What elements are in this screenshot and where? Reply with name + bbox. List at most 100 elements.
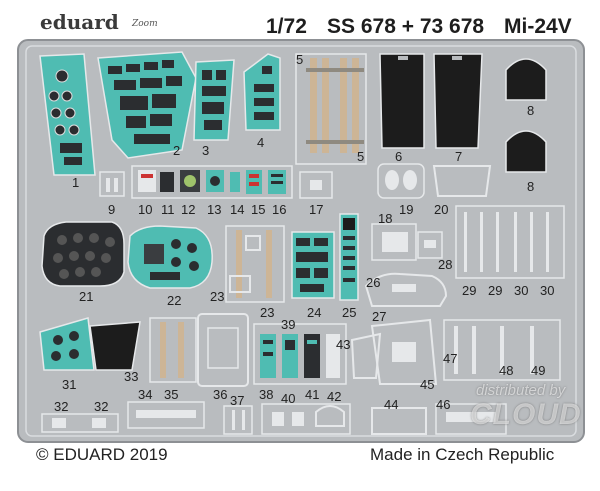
part-number: 4 bbox=[257, 135, 265, 150]
part-number: 41 bbox=[305, 387, 320, 402]
part-number: 44 bbox=[384, 397, 399, 412]
part-28-bracket bbox=[417, 231, 443, 259]
part-number: 30 bbox=[540, 283, 555, 298]
part-31-panel bbox=[39, 317, 95, 371]
part-number: 19 bbox=[399, 202, 414, 217]
part-number: 42 bbox=[327, 389, 342, 404]
part-25-strip bbox=[339, 213, 359, 301]
part-number: 25 bbox=[342, 305, 357, 320]
part-number: 29 bbox=[488, 283, 503, 298]
part-number: 49 bbox=[531, 363, 546, 378]
parts-38-41-panels bbox=[253, 323, 347, 385]
part-number: 40 bbox=[281, 391, 296, 406]
part-2-main-panel bbox=[97, 51, 197, 159]
part-number: 29 bbox=[462, 283, 477, 298]
part-number: 31 bbox=[62, 377, 77, 392]
part-21-instrument-cluster bbox=[41, 221, 125, 287]
copyright-label: © EDUARD 2019 bbox=[36, 445, 168, 464]
part-number: 18 bbox=[378, 211, 393, 226]
part-number: 8 bbox=[527, 179, 535, 194]
scale-label: 1/72 bbox=[266, 15, 307, 38]
watermark-cloud: CLOUD bbox=[470, 398, 582, 431]
part-26-27-pedal-frame bbox=[364, 272, 448, 307]
part-number: 28 bbox=[438, 257, 453, 272]
part-number: 45 bbox=[420, 377, 435, 392]
part-6-film bbox=[379, 53, 425, 149]
parts-47-49-frame bbox=[443, 319, 561, 381]
part-17-bracket bbox=[299, 171, 333, 199]
part-number: 39 bbox=[281, 317, 296, 332]
part-19-pedals bbox=[377, 163, 425, 199]
part-36-frame bbox=[197, 313, 249, 387]
part-number: 26 bbox=[366, 275, 381, 290]
watermark-distributed-by: distributed by bbox=[476, 382, 566, 399]
part-43-frame bbox=[350, 332, 382, 379]
part-number: 10 bbox=[138, 202, 153, 217]
part-number: 7 bbox=[455, 149, 463, 164]
part-20-frame bbox=[432, 165, 492, 197]
part-number: 21 bbox=[79, 289, 94, 304]
part-number: 15 bbox=[251, 202, 266, 217]
part-number: 34 bbox=[138, 387, 153, 402]
part-number: 5 bbox=[357, 149, 365, 164]
part-number: 14 bbox=[230, 202, 245, 217]
part-number: 17 bbox=[309, 202, 324, 217]
part-46-bracket bbox=[435, 403, 507, 435]
part-number: 38 bbox=[259, 387, 274, 402]
part-33-film bbox=[89, 321, 141, 371]
part-37-rods bbox=[223, 405, 253, 435]
part-number: 9 bbox=[108, 202, 116, 217]
part-number: 24 bbox=[307, 305, 322, 320]
part-34-bar bbox=[127, 401, 205, 429]
part-number: 3 bbox=[202, 143, 210, 158]
part-18-frame bbox=[371, 223, 417, 261]
part-number: 12 bbox=[181, 202, 196, 217]
part-number: 43 bbox=[336, 337, 351, 352]
part-number: 16 bbox=[272, 202, 287, 217]
part-8-upper bbox=[505, 58, 547, 101]
part-8-lower bbox=[505, 130, 547, 173]
set-number-label: SS 678 + 73 678 bbox=[327, 15, 485, 38]
part-number: 30 bbox=[514, 283, 529, 298]
part-number: 20 bbox=[434, 202, 449, 217]
part-40-42-small bbox=[261, 403, 351, 435]
aircraft-label: Mi-24V bbox=[504, 15, 572, 38]
part-number: 13 bbox=[207, 202, 222, 217]
parts-10-16-strip bbox=[131, 165, 293, 199]
part-32-clips bbox=[41, 413, 119, 433]
part-number: 47 bbox=[443, 351, 458, 366]
part-23-harness bbox=[225, 225, 285, 303]
part-number: 27 bbox=[372, 309, 387, 324]
part-number: 1 bbox=[72, 175, 80, 190]
part-number: 48 bbox=[499, 363, 514, 378]
part-number: 22 bbox=[167, 293, 182, 308]
part-number: 6 bbox=[395, 149, 403, 164]
part-number: 11 bbox=[161, 202, 175, 217]
part-number: 23 bbox=[210, 289, 225, 304]
part-9-bracket bbox=[99, 171, 125, 197]
part-number: 35 bbox=[164, 387, 179, 402]
part-4-side-panel bbox=[243, 53, 281, 131]
fret-inner-frame bbox=[25, 45, 577, 437]
part-22-teal-panel bbox=[127, 225, 213, 289]
part-3-side-panel bbox=[193, 59, 235, 141]
brand-sub-zoom: Zoom bbox=[132, 19, 158, 29]
part-5-harness-upper bbox=[295, 53, 367, 165]
part-number: 36 bbox=[213, 387, 228, 402]
origin-label: Made in Czech Republic bbox=[370, 445, 555, 464]
part-number: 33 bbox=[124, 369, 139, 384]
part-35-harness bbox=[149, 317, 197, 383]
part-number: 32 bbox=[94, 399, 109, 414]
part-44-frame bbox=[371, 407, 427, 435]
part-number: 37 bbox=[230, 393, 245, 408]
part-number: 23 bbox=[260, 305, 275, 320]
parts-29-30-rods bbox=[455, 205, 565, 279]
brand-logo-eduard: eduard bbox=[40, 10, 119, 34]
part-number: 8 bbox=[527, 103, 535, 118]
part-number: 5 bbox=[296, 52, 304, 67]
part-1-left-panel bbox=[39, 53, 96, 176]
part-24-console bbox=[291, 231, 335, 299]
part-45-bracket bbox=[370, 318, 438, 385]
